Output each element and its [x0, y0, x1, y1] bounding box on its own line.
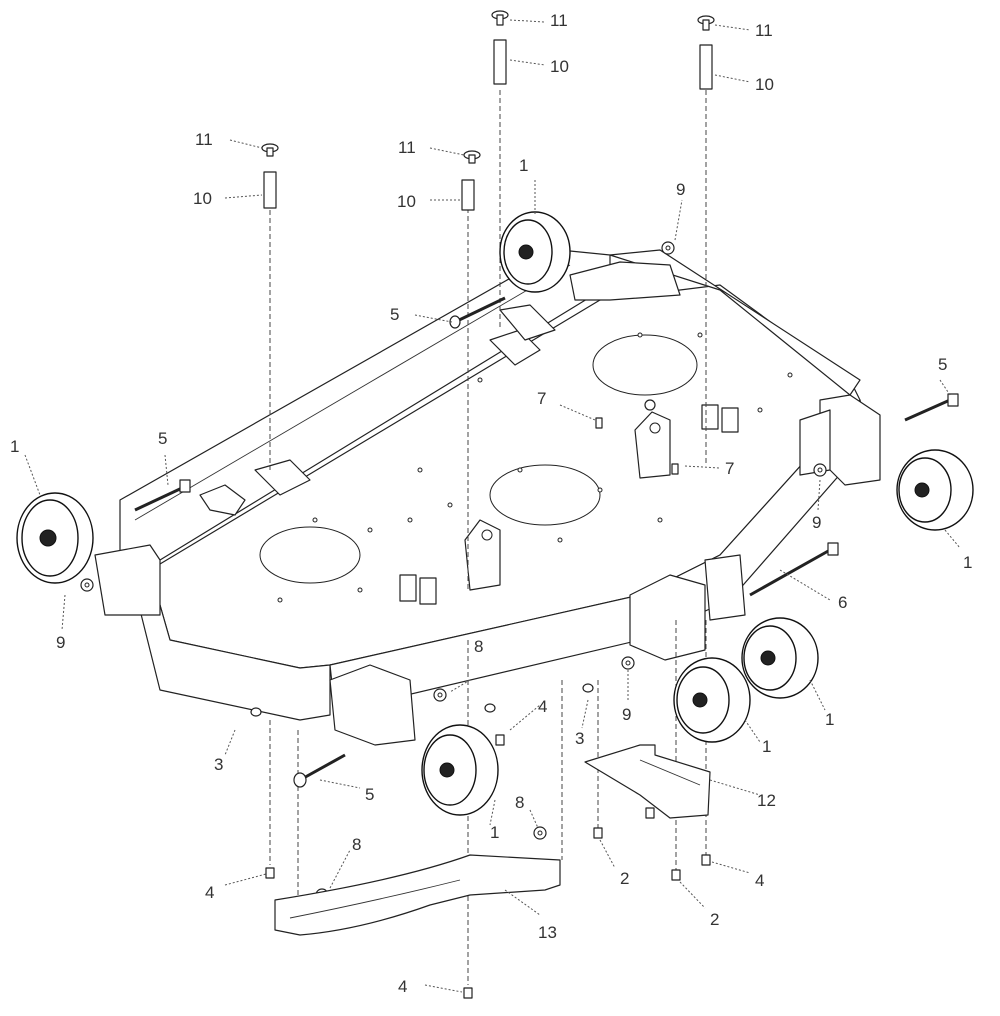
wheel-right — [896, 449, 974, 531]
baffle-plate — [584, 744, 711, 819]
callout-9: 9 — [812, 513, 821, 532]
callout-7: 7 — [725, 459, 734, 478]
callout-12: 12 — [757, 791, 776, 810]
wheel-front-right-inner — [673, 657, 751, 743]
fasteners — [250, 417, 711, 999]
callout-5: 5 — [158, 429, 167, 448]
wheel-left — [16, 492, 94, 584]
front-skid-plate — [274, 854, 561, 936]
callout-6: 6 — [838, 593, 847, 612]
callout-9: 9 — [676, 180, 685, 199]
mower-deck — [94, 249, 881, 746]
callout-8: 8 — [515, 793, 524, 812]
callout-9: 9 — [622, 705, 631, 724]
wheel-front-left — [421, 724, 499, 816]
callout-5: 5 — [390, 305, 399, 324]
callout-1: 1 — [762, 737, 771, 756]
callout-10: 10 — [755, 75, 774, 94]
callout-4: 4 — [398, 977, 407, 996]
deck-bolt-holes — [277, 332, 793, 603]
axle-bolts — [134, 296, 959, 788]
callout-13: 13 — [538, 923, 557, 942]
callout-1: 1 — [825, 710, 834, 729]
caster-wheels — [16, 211, 974, 816]
callout-4: 4 — [205, 883, 214, 902]
callout-5: 5 — [938, 355, 947, 374]
callout-1: 1 — [519, 156, 528, 175]
wheel-rear-center — [499, 211, 571, 293]
callout-8: 8 — [474, 637, 483, 656]
callout-11: 11 — [550, 11, 568, 30]
callout-3: 3 — [214, 755, 223, 774]
wheel-front-right-outer — [741, 617, 819, 699]
callout-5: 5 — [365, 785, 374, 804]
callout-8: 8 — [352, 835, 361, 854]
callout-11: 11 — [755, 21, 773, 40]
callout-10: 10 — [193, 189, 212, 208]
callout-2: 2 — [710, 910, 719, 929]
callout-9: 9 — [56, 633, 65, 652]
callout-7: 7 — [537, 389, 546, 408]
callout-10: 10 — [397, 192, 416, 211]
callout-11: 11 — [398, 138, 416, 157]
callout-4: 4 — [538, 697, 547, 716]
callout-4: 4 — [755, 871, 764, 890]
callout-3: 3 — [575, 729, 584, 748]
leader-lines — [24, 19, 961, 993]
assembly-axis-lines — [269, 90, 707, 985]
spindle-caps — [261, 10, 715, 164]
spindle-spacers — [263, 39, 713, 211]
callout-1: 1 — [10, 437, 19, 456]
callout-2: 2 — [620, 869, 629, 888]
callout-11: 11 — [195, 130, 213, 149]
callout-1: 1 — [490, 823, 499, 842]
callout-10: 10 — [550, 57, 569, 76]
callout-1: 1 — [963, 553, 972, 572]
callout-labels: 11 11 11 11 10 10 10 10 1 1 1 1 1 1 2 2 … — [10, 11, 972, 996]
